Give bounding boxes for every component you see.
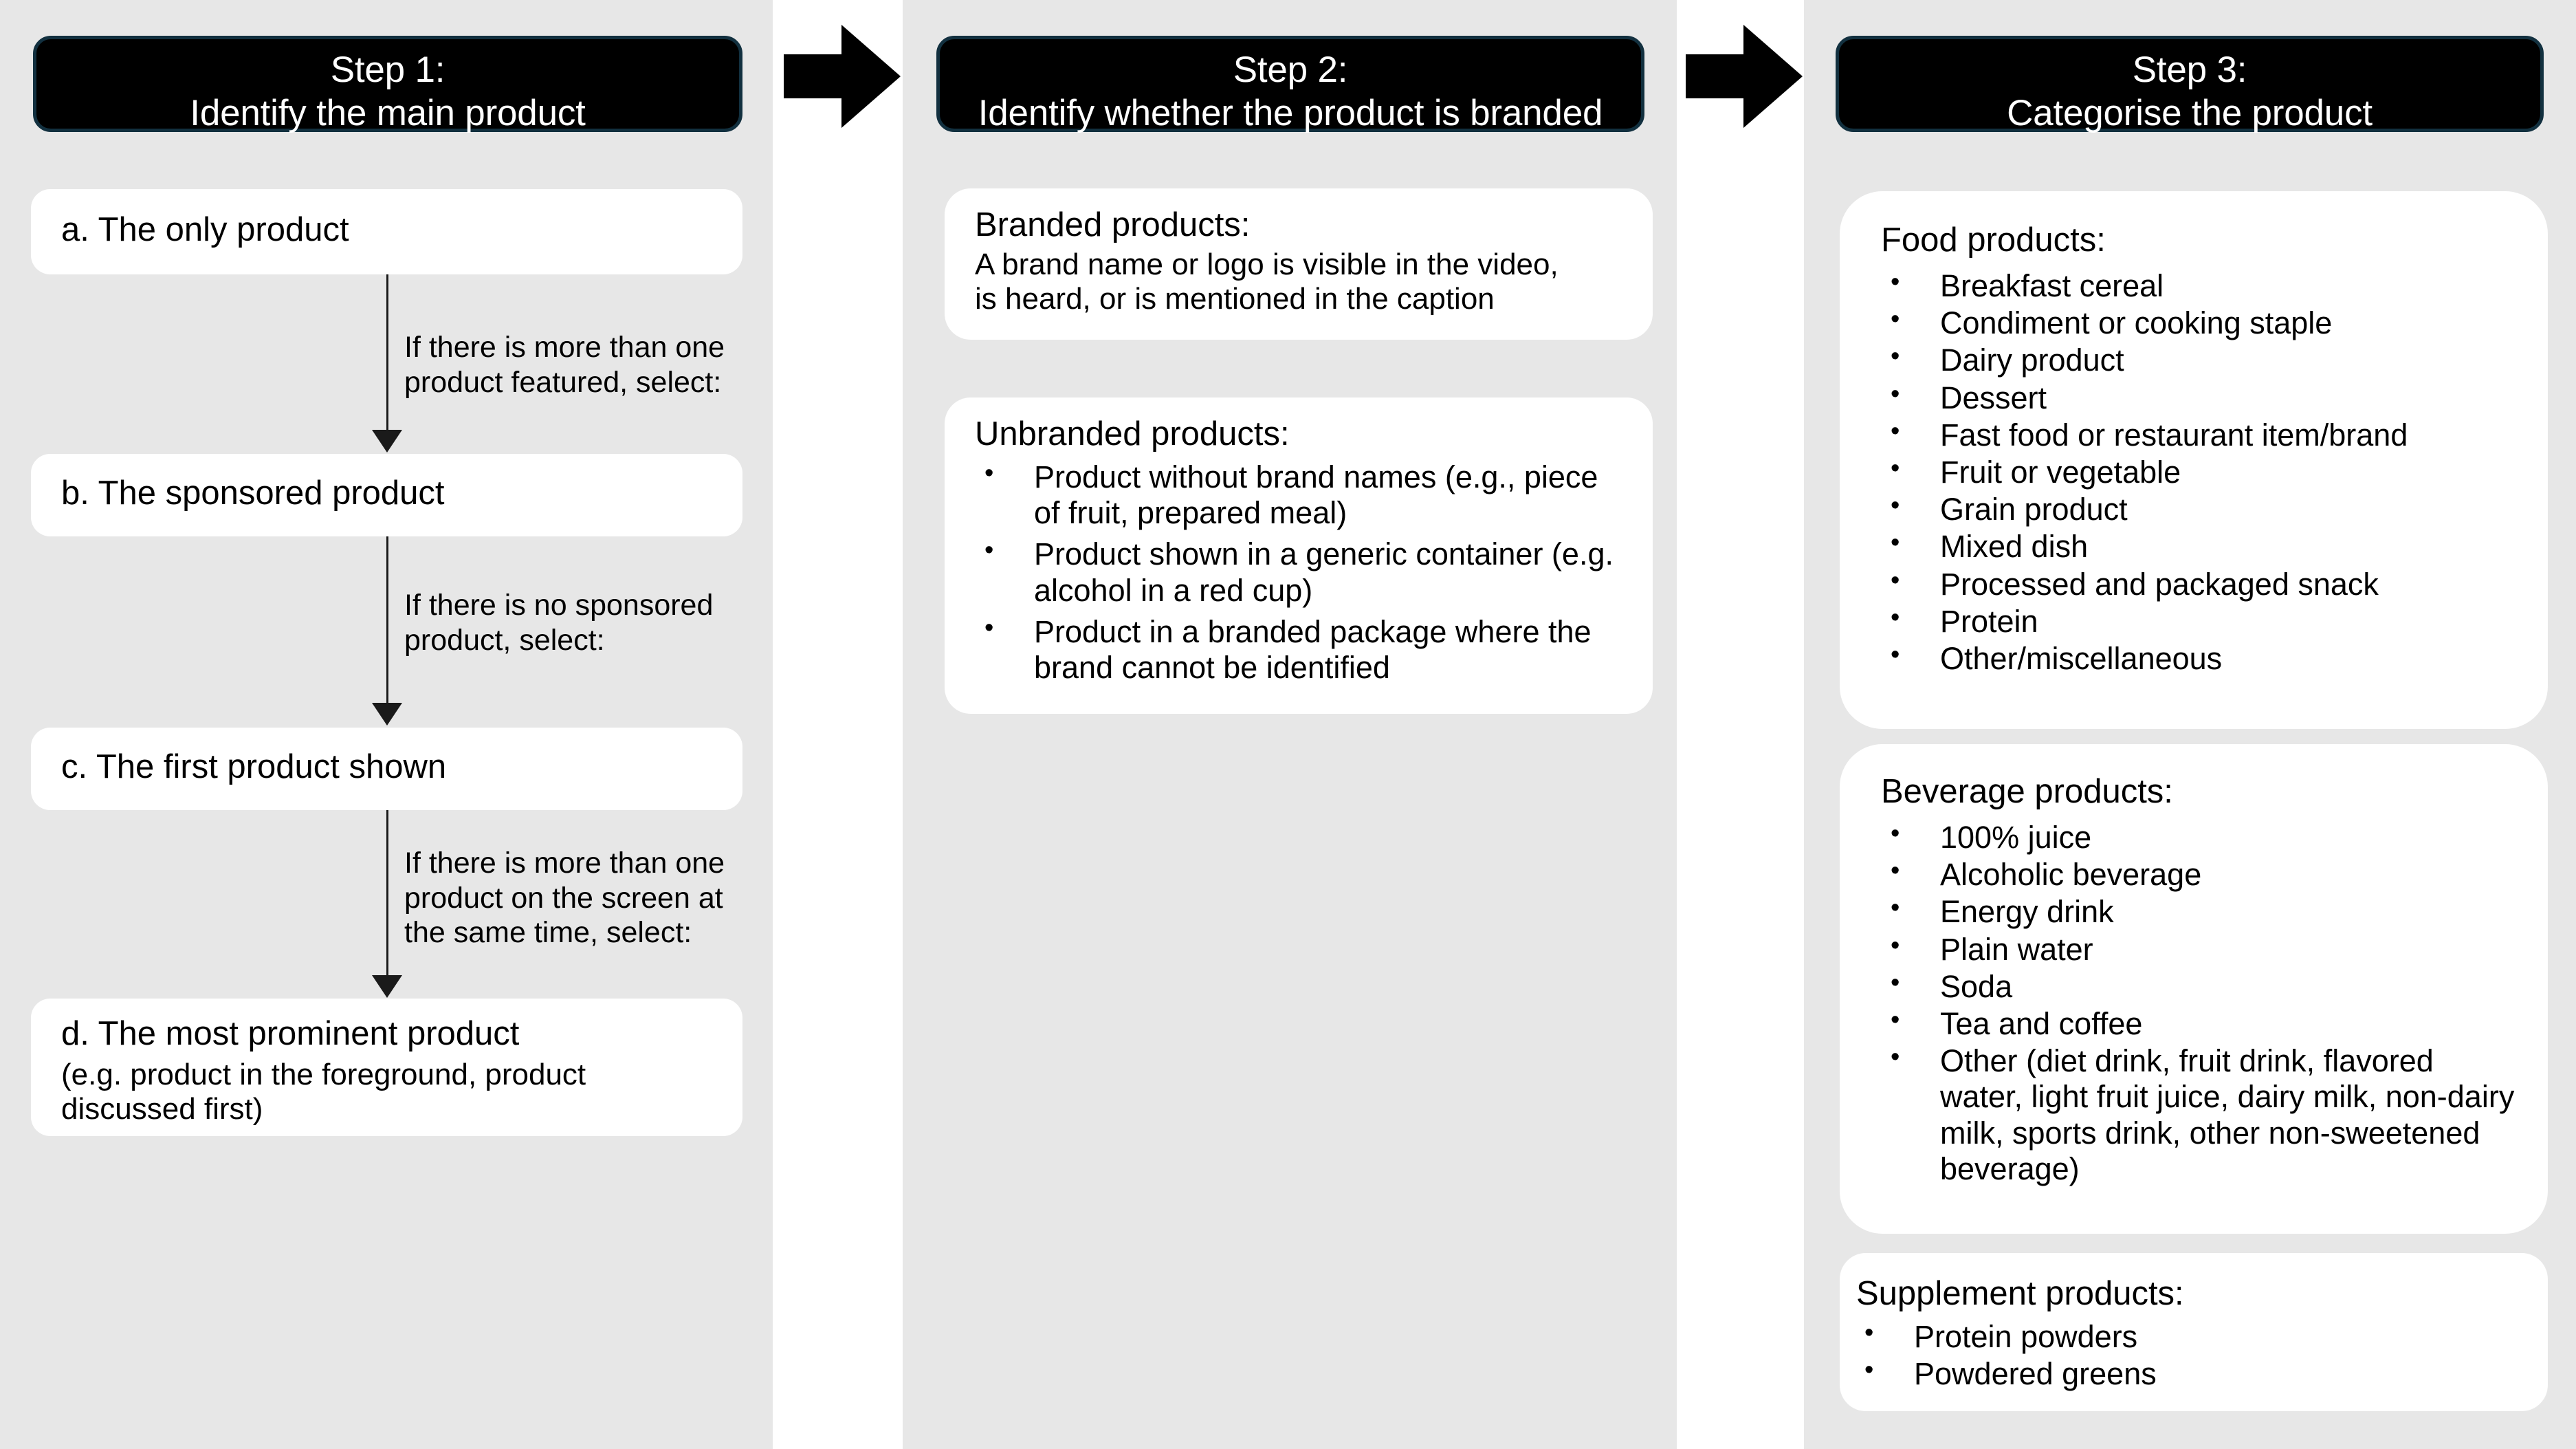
list-item: Energy drink [1871,893,2524,930]
step-1-number: Step 1: [330,50,445,90]
connector-arrowhead-c-d [372,975,402,998]
list-item: 100% juice [1871,818,2524,856]
list-item: Product shown in a generic container (e.… [965,535,1625,608]
list-item: Powdered greens [1845,1355,2498,1392]
list-item: Product without brand names (e.g., piece… [965,458,1625,531]
card-option-b-title: b. The sponsored product [61,475,445,512]
list-item: Alcoholic beverage [1871,856,2524,893]
list-item: Other (diet drink, fruit drink, flavored… [1871,1042,2524,1187]
card-food-products[interactable]: Food products: Breakfast cereal Condimen… [1840,191,2548,729]
connector-line-b-c [386,536,388,719]
card-option-c-title: c. The first product shown [61,748,447,785]
beverage-products-list: 100% juice Alcoholic beverage Energy dri… [1871,818,2524,1188]
list-item: Tea and coffee [1871,1005,2524,1042]
card-branded-products[interactable]: Branded products: A brand name or logo i… [945,188,1653,340]
list-item: Soda [1871,968,2524,1005]
card-option-d-title: d. The most prominent product [61,1015,520,1052]
list-item: Protein [1871,602,2524,640]
list-item: Dairy product [1871,341,2524,378]
step-3-title: Categorise the product [2007,92,2373,133]
card-beverage-products-title: Beverage products: [1881,773,2173,810]
list-item: Protein powders [1845,1318,2498,1355]
supplement-products-list: Protein powders Powdered greens [1845,1318,2498,1393]
list-item: Fruit or vegetable [1871,453,2524,490]
connector-label-c-d: If there is more than one product on the… [404,847,725,950]
list-item: Other/miscellaneous [1871,640,2524,677]
step-1-header: Step 1: Identify the main product [33,36,742,133]
step-2-number: Step 2: [1233,50,1348,90]
card-food-products-title: Food products: [1881,221,2106,259]
connector-label-a-b: If there is more than one product featur… [404,331,725,399]
list-item: Fast food or restaurant item/brand [1871,416,2524,453]
card-unbranded-products[interactable]: Unbranded products: Product without bran… [945,397,1653,714]
connector-line-a-b [386,274,388,445]
connector-line-c-d [386,810,388,990]
unbranded-products-list: Product without brand names (e.g., piece… [965,458,1625,691]
step-2-title: Identify whether the product is branded [978,92,1603,133]
list-item: Grain product [1871,490,2524,527]
step-2-header: Step 2: Identify whether the product is … [936,36,1644,133]
arrow-step1-to-step2-icon [784,25,901,128]
card-beverage-products[interactable]: Beverage products: 100% juice Alcoholic … [1840,744,2548,1234]
card-branded-products-desc: A brand name or logo is visible in the v… [975,248,1559,316]
card-option-c[interactable]: c. The first product shown [31,728,742,810]
list-item: Plain water [1871,930,2524,968]
card-branded-products-title: Branded products: [975,206,1251,243]
arrow-step2-to-step3-icon [1686,25,1803,128]
card-option-d-sub: (e.g. product in the foreground, product… [61,1058,586,1126]
list-item: Processed and packaged snack [1871,565,2524,602]
card-option-d[interactable]: d. The most prominent product (e.g. prod… [31,999,742,1136]
card-supplement-products[interactable]: Supplement products: Protein powders Pow… [1840,1253,2548,1411]
card-option-b[interactable]: b. The sponsored product [31,454,742,536]
list-item: Mixed dish [1871,527,2524,565]
list-item: Condiment or cooking staple [1871,304,2524,341]
connector-arrowhead-a-b [372,430,402,453]
card-option-a[interactable]: a. The only product [31,189,742,274]
list-item: Dessert [1871,379,2524,416]
step-3-number: Step 3: [2132,50,2247,90]
card-unbranded-products-title: Unbranded products: [975,415,1290,453]
connector-label-b-c: If there is no sponsored product, select… [404,589,714,657]
card-supplement-products-title: Supplement products: [1856,1275,2184,1312]
step-1-title: Identify the main product [190,92,586,133]
list-item: Breakfast cereal [1871,267,2524,304]
food-products-list: Breakfast cereal Condiment or cooking st… [1871,267,2524,678]
connector-arrowhead-b-c [372,703,402,726]
step-3-header: Step 3: Categorise the product [1836,36,2544,133]
list-item: Product in a branded package where the b… [965,613,1625,686]
card-option-a-title: a. The only product [61,211,349,248]
